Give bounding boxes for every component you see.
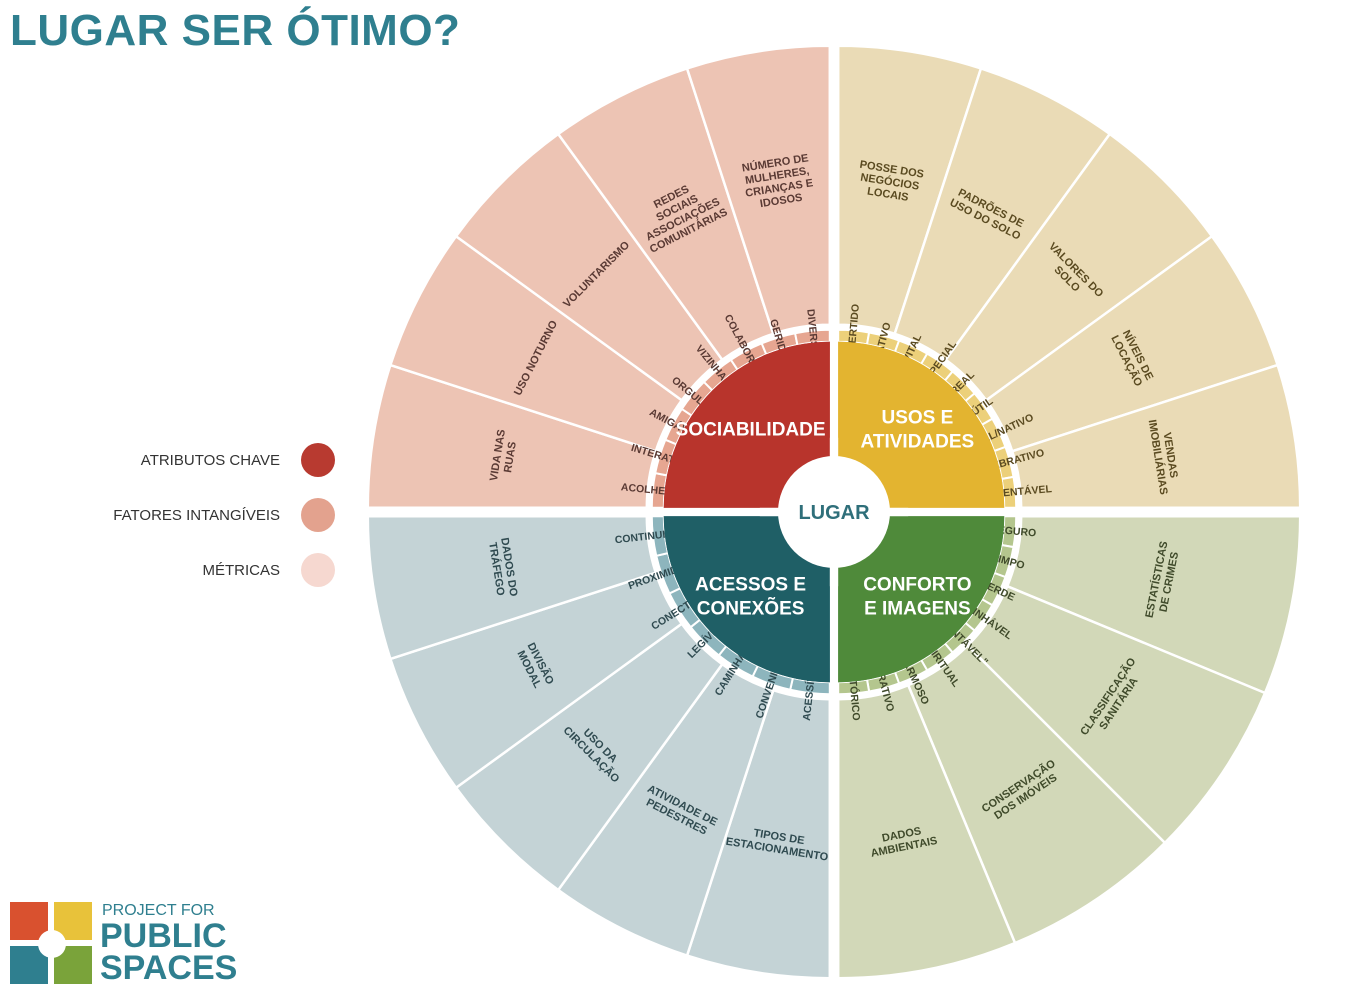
logo-text-line1: PROJECT FOR [102,902,215,919]
metric-segment [1010,363,1302,510]
metric-segment [366,514,658,661]
legend-swatch [301,553,335,587]
center-label: LUGAR [798,502,870,524]
metric-label: NÚMERO DEMULHERES,CRIANÇAS EIDOSOS [740,151,816,212]
logo-text-line3: SPACES [100,949,238,987]
quadrant-conforto: ESTATÍSTICASDE CRIMESCLASSIFICAÇÃOSANITÁ… [836,514,1302,980]
logo-center-hole [38,930,66,958]
key-attribute-wedge [663,516,830,683]
logo-text-line2: PUBLIC [100,917,227,955]
center-circle [778,456,890,568]
legend-item-metrics: MÉTRICAS [90,551,350,591]
pps-logo: PROJECT FOR PUBLIC SPACES [10,902,240,987]
key-attribute-wedge [838,516,1005,683]
legend-label: ATRIBUTOS CHAVE [140,452,280,469]
legend-swatch [301,498,335,532]
key-attribute-label: SOCIABILIDADE [676,420,826,441]
metric-segment [685,44,832,336]
page-title: LUGAR SER ÓTIMO? [10,6,461,55]
key-attribute-wedge [838,341,1005,508]
legend-label: FATORES INTANGÍVEIS [113,507,280,524]
legend-swatch [301,443,335,477]
key-attribute-wedge [663,341,830,508]
legend-item-key-attributes: ATRIBUTOS CHAVE [90,441,350,481]
metric-segment [836,683,1017,980]
legend-item-intangibles: FATORES INTANGÍVEIS [90,496,350,536]
legend-label: MÉTRICAS [202,562,280,579]
